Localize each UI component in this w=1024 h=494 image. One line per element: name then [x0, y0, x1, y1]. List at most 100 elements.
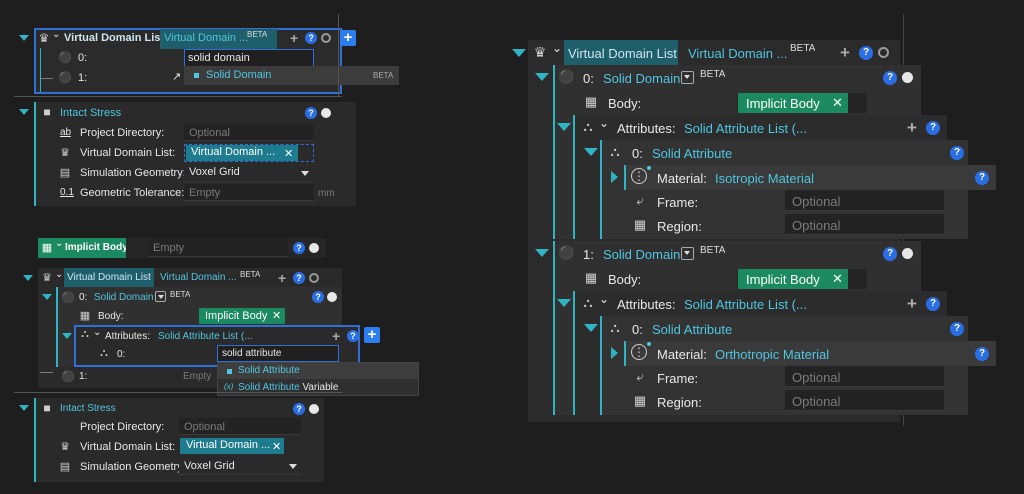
- dot-icon[interactable]: [902, 72, 913, 83]
- region-field[interactable]: [785, 390, 944, 411]
- help-icon[interactable]: ?: [926, 121, 940, 135]
- vdl-value[interactable]: Virtual Domain ...: [688, 46, 788, 61]
- close-icon[interactable]: ✕: [832, 95, 843, 110]
- close-icon[interactable]: ✕: [284, 148, 294, 160]
- add-button[interactable]: +: [340, 30, 356, 46]
- help-icon[interactable]: ?: [293, 272, 305, 284]
- project-directory-field[interactable]: [179, 418, 301, 435]
- project-directory-field[interactable]: [184, 124, 314, 141]
- collapse-arrow-icon[interactable]: [19, 109, 29, 115]
- collapse-arrow-icon[interactable]: [42, 294, 52, 300]
- dot-icon[interactable]: [327, 292, 337, 302]
- collapse-arrow-icon[interactable]: [23, 275, 33, 281]
- dropdown-item-solid-attribute[interactable]: Solid Attribute: [238, 365, 300, 376]
- ring-icon[interactable]: [309, 273, 319, 283]
- vdl-chip[interactable]: Virtual Domain ...: [186, 145, 298, 161]
- expand-arrow-icon[interactable]: [611, 171, 618, 183]
- simulation-geometry-select[interactable]: Voxel Grid: [184, 164, 314, 182]
- material-value[interactable]: Isotropic Material: [715, 171, 814, 186]
- attributes-value[interactable]: Solid Attribute List (...: [684, 297, 807, 312]
- vdl-chip[interactable]: Virtual Domain ...: [180, 438, 284, 454]
- help-icon[interactable]: ?: [293, 242, 305, 254]
- add-button[interactable]: +: [364, 327, 380, 343]
- collapse-arrow-icon[interactable]: [535, 73, 549, 81]
- implicit-body-chip[interactable]: Implicit Body: [199, 308, 285, 324]
- simulation-geometry-select[interactable]: Voxel Grid: [179, 458, 301, 475]
- collapse-arrow-icon[interactable]: [19, 35, 29, 41]
- chevron-down-icon[interactable]: ⌄: [93, 327, 102, 338]
- chevron-down-icon[interactable]: ⌄: [52, 29, 61, 40]
- ring-icon[interactable]: [321, 33, 331, 43]
- collapse-arrow-icon[interactable]: [535, 249, 549, 257]
- plus-icon[interactable]: +: [332, 328, 341, 344]
- implicit-body-field[interactable]: [148, 239, 288, 257]
- collapse-arrow-icon[interactable]: [62, 333, 72, 339]
- chevron-down-icon[interactable]: ⌄: [55, 269, 64, 280]
- dot-icon[interactable]: [309, 404, 319, 414]
- help-icon[interactable]: ?: [926, 297, 940, 311]
- remove-icon[interactable]: —: [40, 70, 53, 85]
- collapse-arrow-icon[interactable]: [19, 405, 29, 411]
- collapse-arrow-icon[interactable]: [584, 148, 598, 156]
- remove-icon[interactable]: —: [40, 364, 53, 379]
- help-icon[interactable]: ?: [950, 322, 964, 336]
- collapse-arrow-icon[interactable]: [584, 324, 598, 332]
- solid-attribute-input[interactable]: [217, 345, 339, 362]
- divider: [14, 392, 342, 393]
- help-icon[interactable]: ?: [347, 330, 359, 342]
- chevron-down-icon[interactable]: ⌄: [599, 292, 610, 306]
- help-icon[interactable]: ?: [883, 247, 897, 261]
- plus-icon[interactable]: +: [907, 294, 917, 313]
- attributes-label: Attributes:: [105, 331, 151, 342]
- collapse-arrow-icon[interactable]: [557, 123, 571, 131]
- dot-icon[interactable]: [321, 108, 331, 118]
- implicit-body-chip[interactable]: Implicit Body: [738, 269, 848, 289]
- plus-icon[interactable]: +: [290, 30, 299, 46]
- close-icon[interactable]: ✕: [272, 441, 282, 453]
- implicit-body-chip[interactable]: Implicit Body: [738, 93, 848, 113]
- help-icon[interactable]: ?: [975, 171, 989, 185]
- frame-field[interactable]: [785, 190, 944, 211]
- plus-icon[interactable]: +: [907, 118, 917, 137]
- implicit-body-title-chip[interactable]: Implicit Body: [38, 238, 126, 258]
- dropdown-item-solid-attribute-variable[interactable]: Solid Attribute Variable: [238, 382, 338, 393]
- help-icon[interactable]: ?: [883, 71, 897, 85]
- chevron-down-icon[interactable]: ⌄: [599, 116, 610, 130]
- help-icon[interactable]: ?: [950, 146, 964, 160]
- vdl-value[interactable]: Virtual Domain ...: [160, 272, 237, 283]
- dropdown-item-solid-domain[interactable]: Solid Domain: [206, 69, 272, 81]
- dot-icon[interactable]: [902, 248, 913, 259]
- help-icon[interactable]: ?: [305, 107, 317, 119]
- close-icon[interactable]: ✕: [832, 271, 843, 286]
- collapse-arrow-icon[interactable]: [512, 49, 526, 57]
- attributes-value[interactable]: Solid Attribute List (...: [684, 121, 807, 136]
- vdl-title-tab: [64, 268, 154, 287]
- help-icon[interactable]: ?: [975, 347, 989, 361]
- material-value[interactable]: Orthotropic Material: [715, 347, 830, 362]
- help-icon[interactable]: ?: [312, 291, 324, 303]
- chevron-down-icon[interactable]: ⌄: [552, 41, 563, 55]
- ring-icon[interactable]: [878, 47, 889, 58]
- project-directory-label: Project Directory:: [80, 127, 165, 139]
- dot-icon[interactable]: [309, 243, 319, 253]
- vdl-value[interactable]: Virtual Domain ...: [164, 32, 249, 44]
- chevron-down-icon[interactable]: [155, 291, 166, 302]
- region-icon: ▦: [633, 393, 647, 408]
- panel-accent-bar: [34, 102, 36, 206]
- chevron-down-icon[interactable]: [681, 71, 694, 84]
- attributes-value[interactable]: Solid Attribute List (...: [158, 331, 253, 342]
- plus-icon[interactable]: +: [840, 43, 850, 62]
- close-icon[interactable]: ✕: [272, 310, 282, 322]
- chevron-down-icon[interactable]: [681, 247, 694, 260]
- help-icon[interactable]: ?: [305, 32, 317, 44]
- expand-arrow-icon[interactable]: [611, 347, 618, 359]
- help-icon[interactable]: ?: [293, 403, 305, 415]
- geometric-tolerance-field[interactable]: [184, 184, 314, 201]
- chevron-down-icon[interactable]: ⌄: [55, 238, 64, 249]
- plus-icon[interactable]: +: [278, 270, 287, 286]
- region-field[interactable]: [785, 214, 944, 235]
- help-icon[interactable]: ?: [859, 46, 873, 60]
- collapse-arrow-icon[interactable]: [557, 299, 571, 307]
- attribute-row-index: 0:: [117, 349, 126, 360]
- frame-field[interactable]: [785, 366, 944, 387]
